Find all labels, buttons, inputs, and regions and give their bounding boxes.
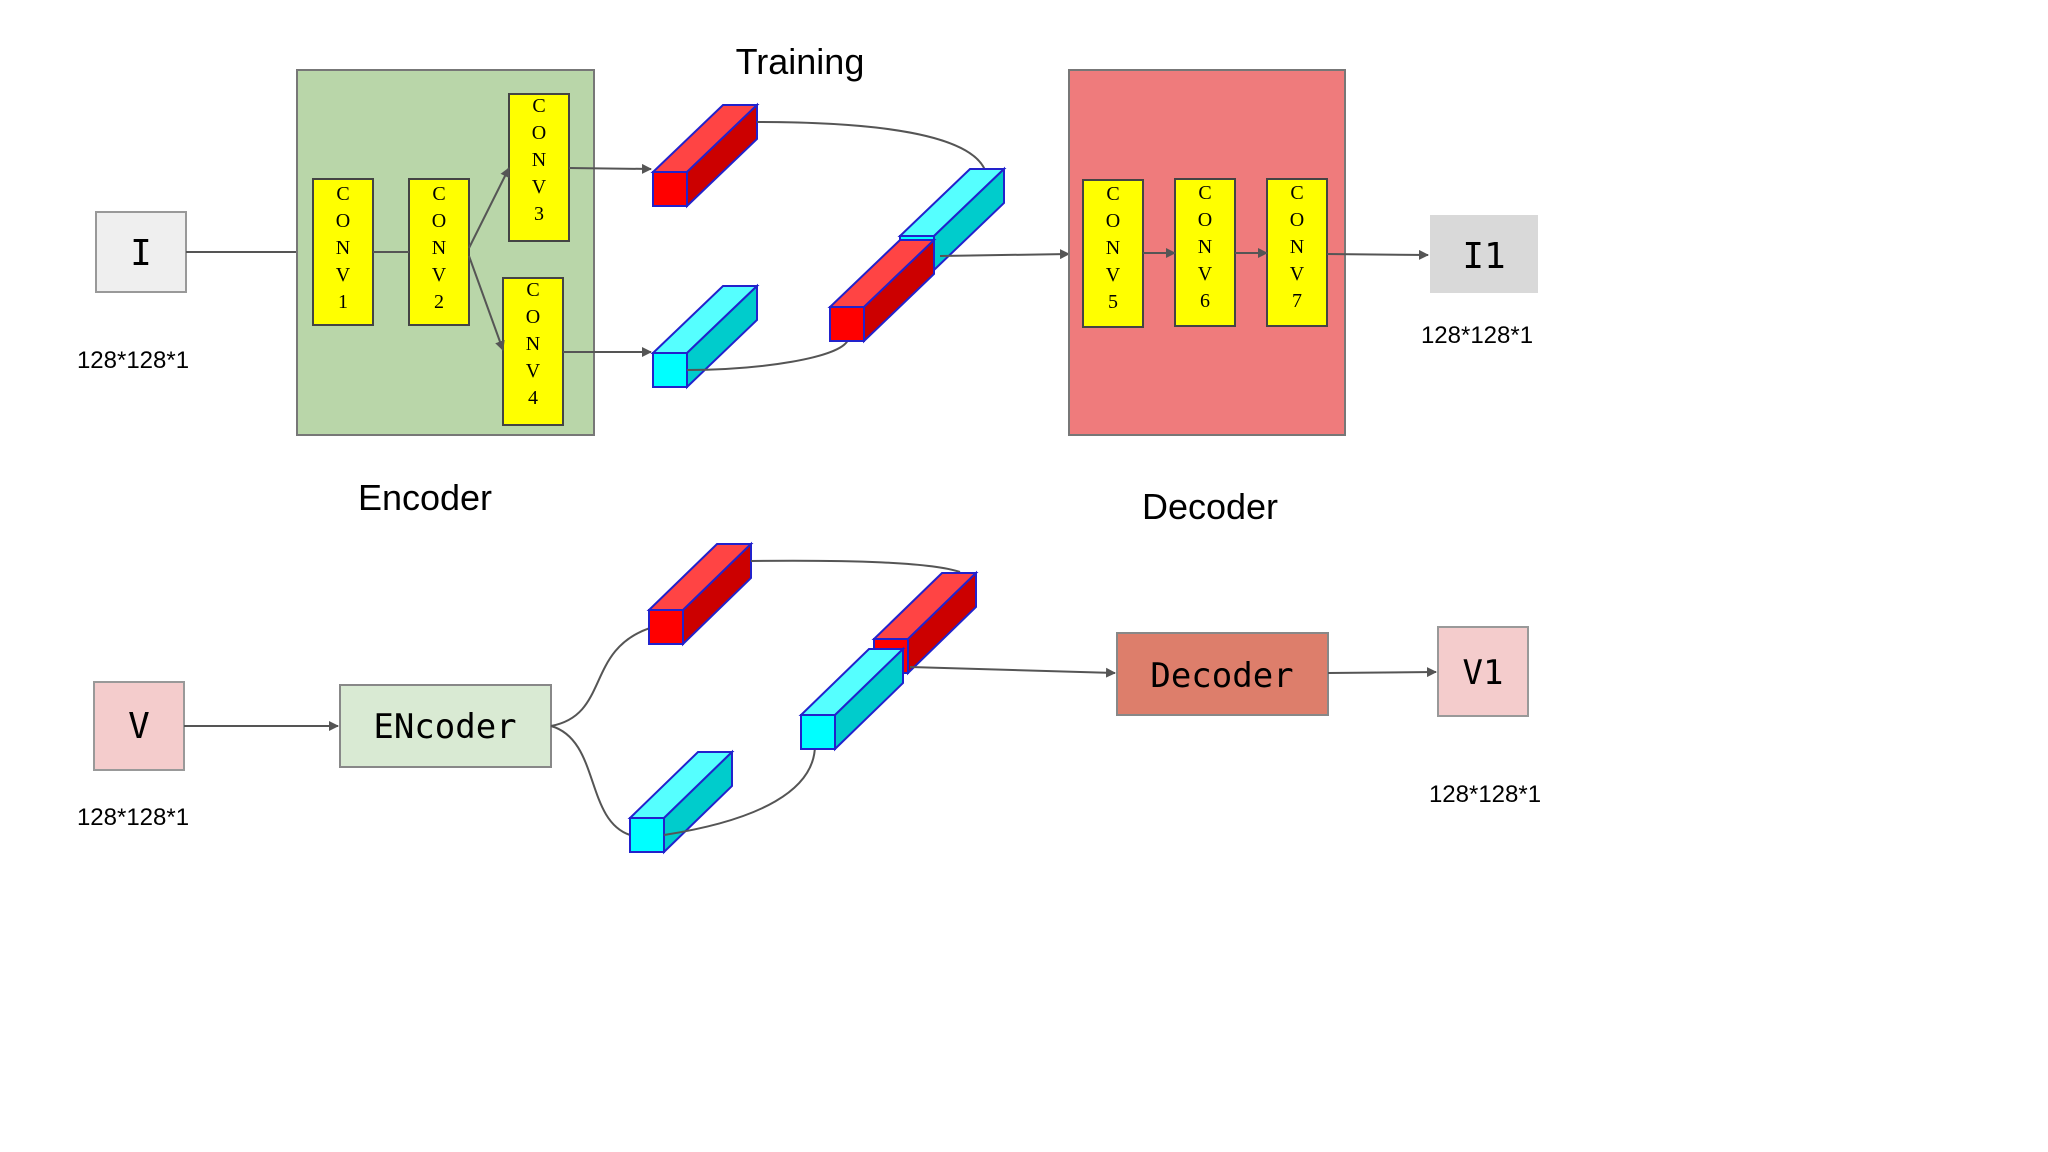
edge-conv2-to-conv4 bbox=[468, 255, 505, 351]
input-i-box: I bbox=[95, 211, 187, 293]
edge-conv3-to-red-feature bbox=[568, 163, 652, 174]
input-v-size: 128*128*1 bbox=[77, 804, 189, 831]
decoder-box: Decoder bbox=[1116, 632, 1329, 716]
input-v-box: V bbox=[93, 681, 185, 771]
cyan-feature-top bbox=[650, 283, 760, 390]
edge-features-to-decoder-box bbox=[909, 666, 1116, 678]
edge-conv2-to-conv3 bbox=[468, 167, 510, 249]
cyan-feature-bottom-right bbox=[798, 646, 906, 752]
input-v-label: V bbox=[128, 706, 150, 747]
red-feature-right bbox=[827, 237, 937, 344]
curve-encoder-to-cyan bbox=[550, 725, 631, 836]
decoder-box-label: Decoder bbox=[1150, 656, 1293, 696]
curve-encoder-to-red bbox=[550, 627, 651, 727]
cyan-feature-bottom-left bbox=[627, 749, 735, 855]
output-v1-size: 128*128*1 bbox=[1429, 781, 1541, 808]
edge-features-to-decoder bbox=[939, 249, 1070, 260]
encoder-title: Encoder bbox=[358, 477, 492, 518]
output-v1-box: V1 bbox=[1437, 626, 1529, 717]
output-i1-box: I1 bbox=[1430, 215, 1538, 293]
encoder-box-label: ENcoder bbox=[373, 707, 516, 747]
training-title: Training bbox=[736, 41, 865, 82]
red-feature-top bbox=[650, 102, 760, 209]
output-i1-label: I1 bbox=[1462, 236, 1505, 277]
edge-decoder-to-output bbox=[1326, 249, 1429, 260]
input-i-label: I bbox=[130, 233, 152, 274]
input-i-size: 128*128*1 bbox=[77, 347, 189, 374]
red-feature-bottom-left bbox=[646, 541, 754, 647]
curve-bottom-red-to-red bbox=[750, 559, 961, 573]
curve-cyan-to-red bbox=[686, 339, 849, 371]
decoder-title: Decoder bbox=[1142, 486, 1278, 527]
edge-decoder-box-to-v1 bbox=[1327, 667, 1437, 678]
output-v1-label: V1 bbox=[1463, 653, 1504, 693]
curve-bottom-cyan-to-cyan bbox=[663, 744, 816, 836]
curve-red-to-cyan bbox=[756, 121, 986, 171]
output-i1-size: 128*128*1 bbox=[1421, 322, 1533, 349]
encoder-box: ENcoder bbox=[339, 684, 552, 768]
